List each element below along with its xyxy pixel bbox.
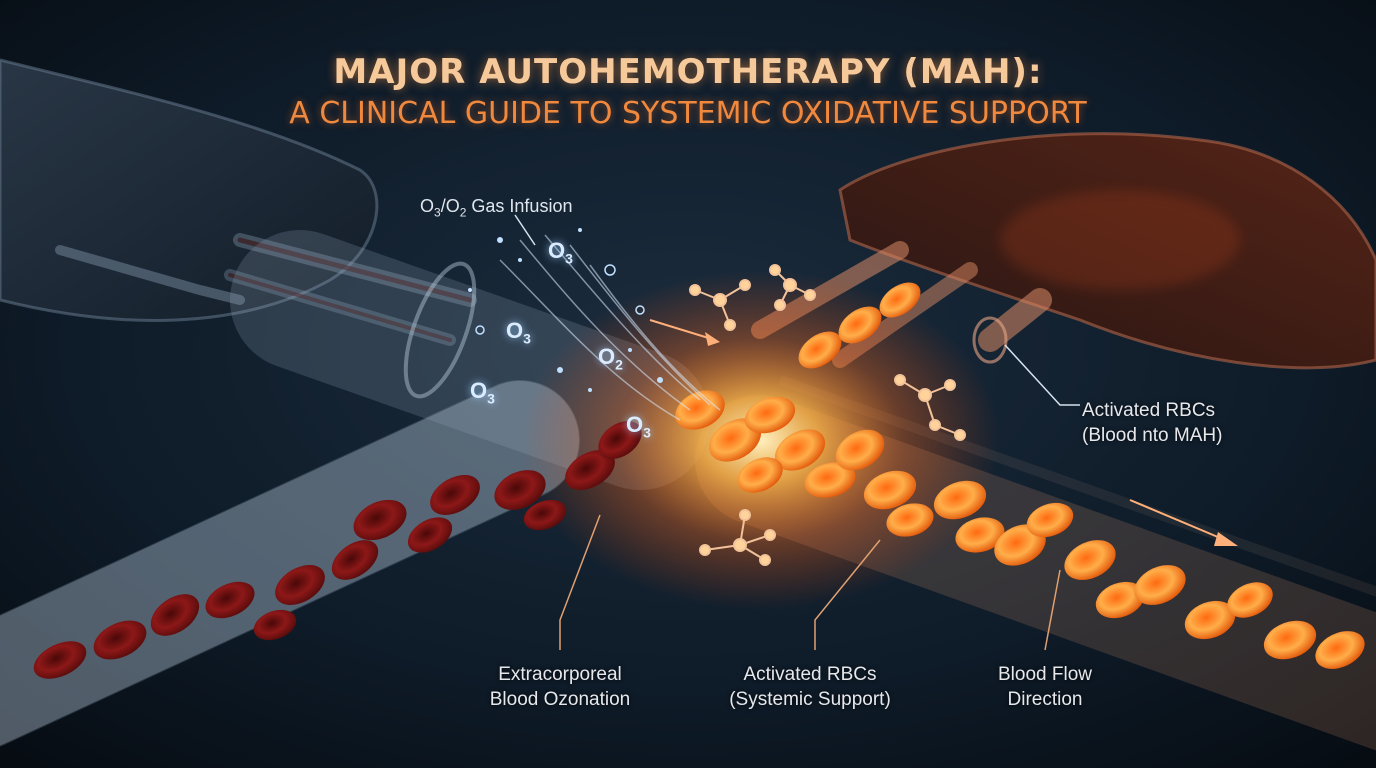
gas-infusion-label: O3/O2 Gas Infusion [420,196,573,220]
page-title: MAJOR AUTOHEMOTHERAPY (MAH): [333,52,1043,92]
gas-bubbles [468,228,663,392]
ozone-molecule-label: O3 [626,412,651,441]
title-block: MAJOR AUTOHEMOTHERAPY (MAH): A CLINICAL … [0,50,1376,134]
rbc-dark-group [33,420,642,679]
right-blood-bag [751,132,1376,370]
left-blood-bag [0,58,477,346]
callout-blood-flow-direction: Blood Flow Direction [998,664,1092,710]
callout-activated-rbcs-top: Activated RBCs (Blood nto MAH) [1082,400,1223,446]
ozone-molecule-label: O3 [548,238,573,267]
callout-leaders [514,214,1080,651]
molecule-structures [689,264,966,566]
reaction-glow [520,270,1000,610]
ozone-molecule-label: O3 [506,318,531,347]
flow-arrow-top [649,319,720,346]
gas-streaks [499,234,721,421]
rbc-activated-group [675,282,1365,669]
page-subtitle: A CLINICAL GUIDE TO SYSTEMIC OXIDATIVE S… [289,96,1087,131]
ozone-molecule-label: O3 [470,378,495,407]
flow-arrow-bottom [1129,499,1238,546]
callout-extracorporeal-ozonation: Extracorporeal Blood Ozonation [489,664,631,710]
oxygen-molecule-label: O2 [598,344,623,373]
callout-activated-rbcs-bottom: Activated RBCs (Systemic Support) [729,664,891,710]
